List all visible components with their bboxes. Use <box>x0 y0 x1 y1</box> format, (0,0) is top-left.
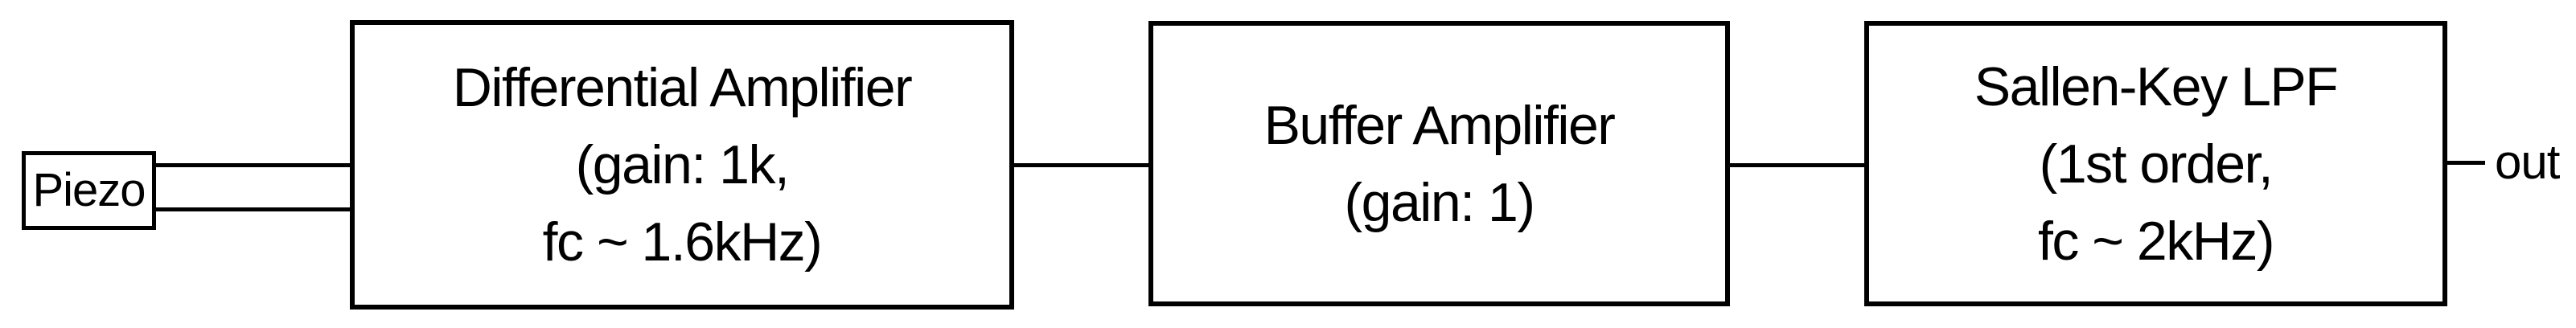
block-buffer-amplifier: Buffer Amplifier (gain: 1) <box>1148 21 1730 306</box>
diffamp-title: Differential Amplifier <box>452 57 913 118</box>
diffamp-detail-1: (gain: 1k, <box>575 134 790 195</box>
lpf-title: Sallen-Key LPF <box>1974 55 2339 117</box>
buffer-title: Buffer Amplifier <box>1263 94 1616 156</box>
wire-diffamp-to-buffer <box>1010 163 1152 167</box>
block-differential-amplifier: Differential Amplifier (gain: 1k, fc ~ 1… <box>350 20 1014 310</box>
diffamp-detail-2: fc ~ 1.6kHz) <box>542 211 823 273</box>
output-label: out <box>2495 135 2560 189</box>
wire-lpf-to-out <box>2443 161 2485 165</box>
wire-buffer-to-lpf <box>1726 163 1867 167</box>
wire-piezo-to-diffamp-top <box>153 163 354 167</box>
piezo-label: Piezo <box>32 164 146 216</box>
buffer-detail-1: (gain: 1) <box>1344 171 1535 233</box>
block-sallen-key-lpf: Sallen-Key LPF (1st order, fc ~ 2kHz) <box>1864 21 2447 306</box>
wire-piezo-to-diffamp-bottom <box>153 207 354 211</box>
lpf-detail-1: (1st order, <box>2039 133 2274 195</box>
lpf-detail-2: fc ~ 2kHz) <box>2038 210 2274 272</box>
piezo-source-box: Piezo <box>22 151 156 230</box>
